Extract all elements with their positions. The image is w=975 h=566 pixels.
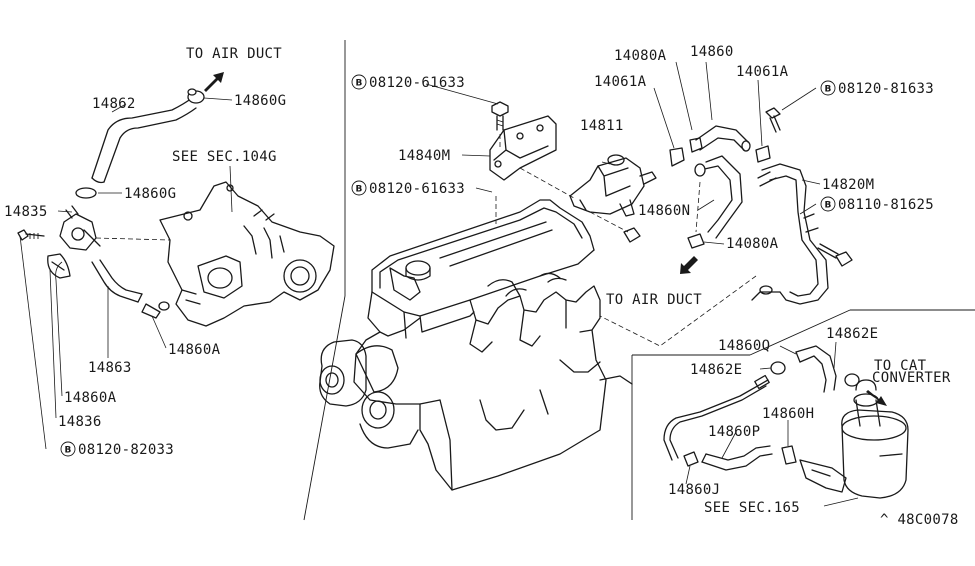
bolt-left (17, 229, 45, 241)
label-to-air-duct-mid: TO AIR DUCT (606, 292, 702, 308)
label-to-cat-line2: CONVERTER (872, 370, 951, 386)
label-14862: 14862 (92, 96, 136, 112)
svg-text:B: B (825, 201, 832, 211)
clamp-14860J (683, 451, 699, 467)
label-14811: 14811 (580, 118, 624, 134)
exhaust-manifold-left (159, 181, 335, 327)
label-ref-code: ^ 48C0078 (880, 512, 959, 528)
bolt-symbols: B B B B B (60, 74, 836, 457)
label-14863: 14863 (88, 360, 132, 376)
bracket-14840M (489, 115, 557, 181)
label-14862E-left: 14862E (690, 362, 742, 378)
bolt-61633-top (491, 101, 509, 117)
label-14860J: 14860J (668, 482, 720, 498)
clamp-14860H (781, 445, 797, 465)
label-see-sec-104G: SEE SEC.104G (172, 149, 277, 165)
label-14840M: 14840M (398, 148, 450, 164)
label-bolt-81625: 08110-81625 (838, 197, 934, 213)
clamp-14860A-right (141, 303, 161, 319)
label-14860G-mid: 14860G (124, 186, 176, 202)
tube-14820M (751, 163, 829, 305)
label-14080A-top: 14080A (614, 48, 667, 64)
bolt-81625 (835, 251, 853, 267)
clamp-14061A-right (755, 145, 771, 163)
valve-14835 (59, 213, 97, 251)
bolt-b-icon: B (351, 74, 367, 90)
label-14860N: 14860N (638, 203, 690, 219)
hose-14860Q (795, 345, 837, 391)
label-bolt-61633-mid: 08120-61633 (369, 181, 465, 197)
hose-14862 (91, 97, 193, 179)
label-to-air-duct-top: TO AIR DUCT (186, 46, 282, 62)
canister (799, 379, 909, 499)
clamp-14862E-left (770, 361, 786, 375)
hose-14860N (699, 165, 733, 233)
center-parts (425, 61, 853, 347)
label-14061A-left: 14061A (594, 74, 647, 90)
hose-14863 (91, 261, 139, 303)
section-dividers (303, 40, 975, 521)
label-14835: 14835 (4, 204, 48, 220)
label-14860Q: 14860Q (718, 338, 770, 354)
bolt-small (623, 227, 641, 243)
label-14860A-left: 14860A (64, 390, 117, 406)
svg-text:B: B (825, 85, 832, 95)
valve-14811 (569, 154, 657, 217)
bracket-14836 (47, 253, 71, 279)
clamp-14862E-top (844, 373, 860, 387)
label-14860A-right: 14860A (168, 342, 221, 358)
label-14860-top: 14860 (690, 44, 734, 60)
engine-block (319, 199, 633, 491)
label-to-cat-line1: TO CAT (874, 358, 927, 374)
left-section (17, 72, 335, 450)
svg-text:B: B (356, 185, 363, 195)
label-14836: 14836 (58, 414, 102, 430)
bolt-b-icon: B (351, 180, 367, 196)
clamp-14080A-bottom (687, 233, 705, 249)
arrow-icon (204, 72, 224, 92)
svg-text:B: B (356, 79, 363, 89)
label-bolt-81633: 08120-81633 (838, 81, 934, 97)
label-14061A-right: 14061A (736, 64, 789, 80)
label-bolt-61633-top: 08120-61633 (369, 75, 465, 91)
arrow-icon (866, 390, 887, 406)
label-14860P: 14860P (708, 424, 760, 440)
label-14862E-top: 14862E (826, 326, 878, 342)
clamp-14860G-mid (75, 187, 97, 199)
bolt-b-icon: B (60, 441, 76, 457)
clamp-14080A-top (669, 147, 685, 167)
hose-14860 (695, 125, 749, 143)
arrow-icon (680, 256, 698, 274)
label-see-sec-165: SEE SEC.165 (704, 500, 800, 516)
hose-14860P (701, 453, 773, 471)
label-14820M: 14820M (822, 177, 874, 193)
bolt-b-icon: B (820, 196, 836, 212)
callout-labels: TO AIR DUCT 14862 14860G SEE SEC.104G 14… (4, 44, 959, 528)
label-14860H: 14860H (762, 406, 814, 422)
label-bolt-82033: 08120-82033 (78, 442, 174, 458)
lower-right-section (663, 341, 909, 507)
svg-text:B: B (65, 446, 72, 456)
bolt-b-icon: B (820, 80, 836, 96)
bolt-81633 (765, 107, 781, 119)
label-14860G-top: 14860G (234, 93, 286, 109)
label-14080A-bottom: 14080A (726, 236, 779, 252)
pipe-tube (663, 379, 769, 461)
